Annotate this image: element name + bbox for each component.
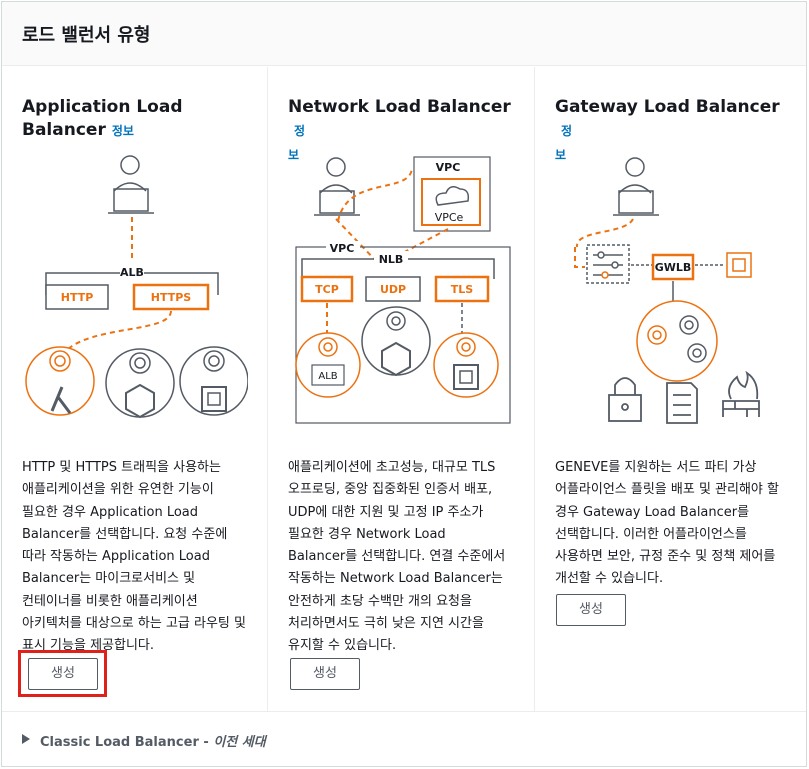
https-label: HTTPS — [151, 291, 192, 304]
target-group-icon — [636, 300, 718, 382]
alb-info-link[interactable]: 정보 — [111, 124, 134, 138]
firewall-icon — [722, 370, 760, 417]
target-alb-icon: ALB — [295, 332, 361, 398]
classic-lb-sublabel: 이전 세대 — [213, 735, 266, 750]
target-alb-label: ALB — [318, 371, 337, 382]
nlb-description: 애플리케이션에 초고성능, 대규모 TLS 오프로딩, 중앙 집중화된 인증서 … — [288, 460, 506, 654]
nlb-info-link-b[interactable]: 보 — [288, 148, 300, 162]
user-laptop-icon — [314, 157, 360, 216]
alb-title-line1: Application Load — [22, 97, 183, 117]
tls-label: TLS — [451, 283, 474, 296]
http-label: HTTP — [61, 291, 94, 304]
nlb-card: Network Load Balancer정 보 VPC VPCe VPC NL — [268, 67, 535, 711]
gwlb-create-button[interactable]: 생성 — [556, 594, 626, 626]
alb-card: Application Load Balancer 정보 ALB HTTP HTT… — [2, 67, 268, 711]
user-laptop-icon — [108, 155, 154, 214]
create-button-highlight — [18, 650, 107, 697]
sliders-icon — [586, 244, 630, 284]
caret-right-icon — [22, 734, 30, 744]
vpc-label: VPC — [330, 242, 355, 255]
checklist-icon — [666, 382, 698, 424]
user-laptop-icon — [613, 157, 659, 216]
nlb-info-link-a[interactable]: 정 — [294, 124, 306, 138]
tcp-label: TCP — [315, 283, 339, 296]
gwlb-info-link-a[interactable]: 정 — [561, 124, 573, 138]
vpce-label: VPCe — [435, 211, 464, 224]
nlb-label: NLB — [379, 253, 404, 266]
chip-icon — [726, 252, 752, 278]
alb-title-line2: Balancer — [22, 120, 106, 140]
target-lambda-icon — [25, 346, 95, 416]
alb-label: ALB — [120, 266, 144, 279]
alb-card-title: Application Load Balancer 정보 — [22, 96, 252, 143]
cloud-icon — [435, 186, 470, 206]
nlb-create-button[interactable]: 생성 — [290, 658, 360, 690]
gwlb-diagram: GWLB — [574, 157, 760, 424]
target-container-icon — [361, 306, 431, 377]
nlb-card-title: Network Load Balancer 정 보 — [288, 96, 518, 167]
target-instance-icon — [433, 332, 499, 398]
classic-lb-expander[interactable]: Classic Load Balancer - 이전 세대 — [2, 711, 806, 767]
nlb-diagram: VPC VPCe VPC NLB TCP UDP TLS — [295, 156, 511, 424]
vpc-top-label: VPC — [436, 161, 461, 174]
gwlb-card-title: Gateway Load Balancer 정 보 — [555, 96, 785, 167]
alb-description: HTTP 및 HTTPS 트래픽을 사용하는 애플리케이션을 위한 유연한 기능… — [22, 460, 246, 654]
gwlb-label: GWLB — [655, 261, 692, 274]
alb-create-button[interactable]: 생성 — [28, 658, 98, 690]
gwlb-title: Gateway Load Balancer — [555, 97, 780, 117]
panel-header: 로드 밸런서 유형 — [2, 2, 806, 66]
nlb-title: Network Load Balancer — [288, 97, 511, 117]
target-container-icon — [105, 348, 175, 419]
classic-lb-label: Classic Load Balancer - 이전 세대 — [40, 735, 266, 750]
gwlb-description: GENEVE를 지원하는 서드 파티 가상 어플라이언스 플릿을 배포 및 관리… — [555, 460, 779, 587]
target-instance-icon — [179, 346, 248, 416]
alb-diagram: ALB HTTP HTTPS — [25, 155, 248, 419]
udp-label: UDP — [380, 283, 406, 296]
panel-title: 로드 밸런서 유형 — [22, 25, 151, 46]
gwlb-info-link-b[interactable]: 보 — [555, 148, 567, 162]
gwlb-card: Gateway Load Balancer 정 보 — [535, 67, 806, 711]
lock-icon — [608, 377, 642, 422]
